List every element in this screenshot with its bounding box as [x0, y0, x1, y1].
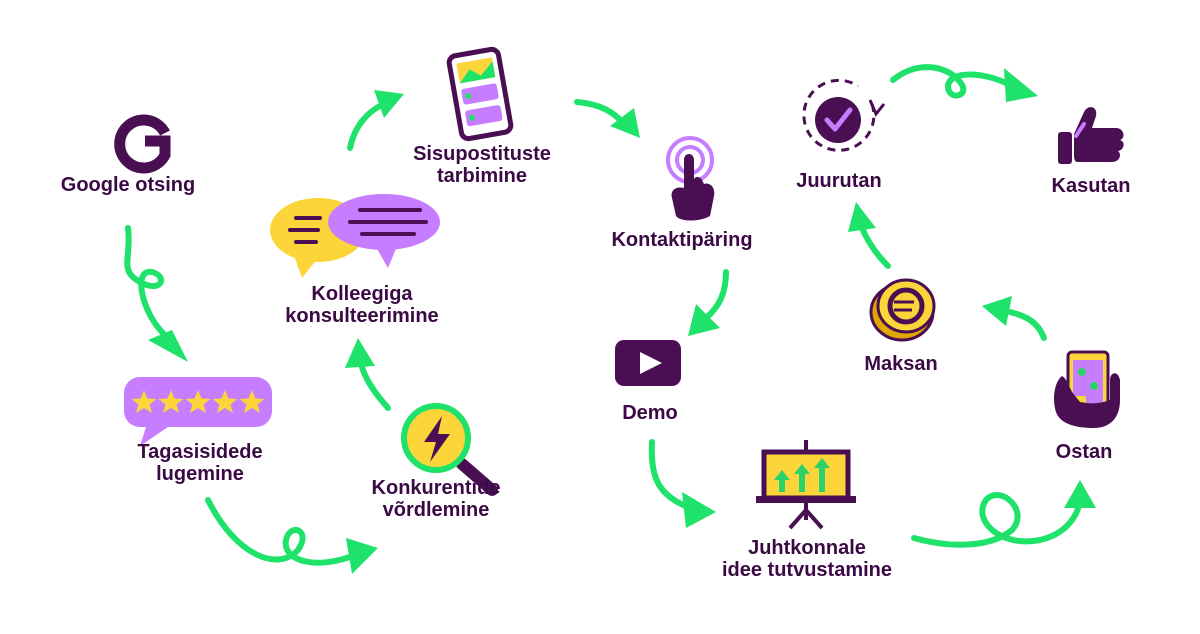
label-line: Sisupostituste: [413, 143, 551, 165]
arrow-google-to-reviews: [124, 225, 168, 338]
phone-content-icon: [446, 46, 514, 142]
step-label-implement: Juurutan: [784, 170, 894, 192]
video-play-icon: [615, 340, 681, 386]
label-line: Maksan: [864, 353, 938, 375]
presentation-board-icon: [756, 440, 856, 530]
speech-bubbles-icon: [270, 194, 440, 278]
thumbs-up-icon: [1058, 107, 1124, 164]
label-line: võrdlemine: [382, 499, 490, 521]
arrowhead: [148, 330, 188, 362]
arrowhead: [982, 296, 1012, 326]
arrow-reviews-to-compare: [205, 497, 358, 566]
label-line: Juurutan: [796, 170, 882, 192]
arrow-demo-to-present: [648, 439, 693, 511]
step-label-contact: Kontaktipäring: [592, 229, 772, 251]
arrow-contact-to-demo: [703, 269, 729, 321]
arrowhead: [374, 90, 404, 118]
step-label-present: Juhtkonnale idee tutvustamine: [700, 537, 914, 581]
label-line: Demo: [622, 402, 678, 424]
arrowhead: [1064, 480, 1096, 508]
arrow-consult-to-content: [347, 101, 387, 151]
tap-finger-icon: [666, 136, 715, 221]
arrow-content-to-contact: [574, 99, 627, 127]
label-line: tarbimine: [436, 165, 528, 187]
arrow-pay-to-implement: [859, 225, 891, 269]
label-line: Kolleegiga: [311, 283, 413, 305]
arrowhead: [610, 108, 640, 138]
arrowhead: [848, 202, 876, 232]
star-rating-bubble-icon: [124, 377, 272, 446]
arrow-present-to-buy: [911, 492, 1083, 548]
arrowhead: [345, 338, 375, 368]
label-line: Juhtkonnale: [748, 537, 866, 559]
label-line: Ostan: [1055, 441, 1113, 463]
label-line: Konkurentide: [371, 477, 501, 499]
step-label-consult: Kolleegiga konsulteerimine: [262, 283, 462, 327]
arrow-implement-to-use: [890, 64, 1011, 99]
step-label-reviews: Tagasisidede lugemine: [110, 441, 290, 485]
arrowhead: [346, 538, 378, 574]
step-label-content: Sisupostituste tarbimine: [392, 143, 572, 187]
phone-in-hand-icon: [1054, 350, 1120, 428]
step-label-demo: Demo: [590, 402, 710, 424]
step-label-pay: Maksan: [846, 353, 956, 375]
step-label-use: Kasutan: [1036, 175, 1146, 197]
arrowhead: [688, 304, 720, 336]
label-line: konsulteerimine: [285, 305, 439, 327]
label-line: idee tutvustamine: [721, 559, 893, 581]
label-line: Google otsing: [60, 174, 196, 196]
arrow-buy-to-pay: [1007, 309, 1047, 341]
step-label-google: Google otsing: [38, 174, 218, 196]
arrowhead: [682, 492, 716, 528]
step-label-compare: Konkurentide võrdlemine: [346, 477, 526, 521]
arrowhead: [1004, 68, 1038, 102]
arrow-compare-to-consult: [357, 357, 391, 411]
step-label-buy: Ostan: [1034, 441, 1134, 463]
label-line: Tagasisidede: [137, 441, 263, 463]
label-line: Kasutan: [1051, 175, 1131, 197]
google-g-icon: [114, 114, 171, 174]
lightning-magnifier-icon: [401, 403, 498, 496]
label-line: lugemine: [156, 463, 244, 485]
label-line: Kontaktipäring: [611, 229, 753, 251]
check-cycle-icon: [802, 78, 886, 152]
euro-coin-icon: [869, 278, 936, 342]
